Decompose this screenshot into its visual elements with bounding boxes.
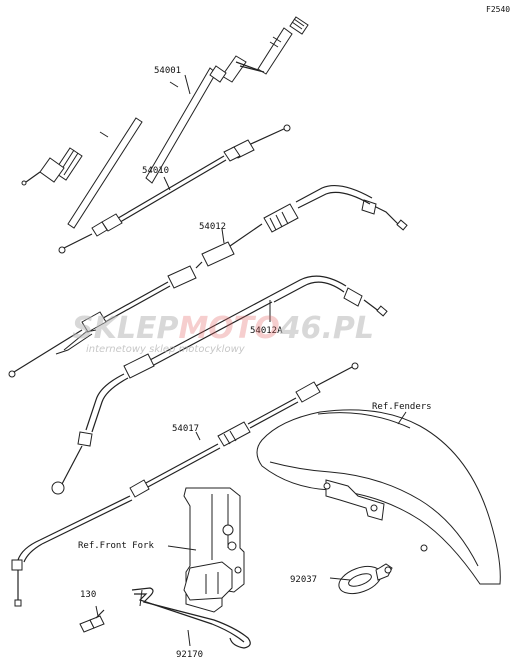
watermark-tagline: internetowy sklep motocyklowy [86,344,246,355]
cable-54010 [58,124,291,254]
part-label-92170: 92170 [176,650,203,660]
watermark-brand-right: 46.PL [279,311,374,346]
part-label-54017: 54017 [172,424,199,434]
part-label-54010: 54010 [142,166,169,176]
grommet-92037 [338,563,393,595]
cable-54012 [8,185,408,378]
ref-label-fenders: Ref.Fenders [372,402,432,412]
figure-code: F2540 [486,5,510,14]
leader-54012 [221,228,225,244]
part-label-92037: 92037 [290,575,317,585]
cable-54001 [21,16,309,229]
leader-54001 [184,74,191,95]
leader-ref-front-fork [167,545,197,551]
leader-130 [95,605,99,617]
part-label-54001: 54001 [154,66,181,76]
ref-label-front-fork: Ref.Front Fork [78,541,154,551]
watermark: SKLEPMOTO46.PL internetowy sklep motocyk… [72,311,374,355]
svg-text:SKLEPMOTO46.PL: SKLEPMOTO46.PL [72,311,374,346]
watermark-brand-mid: MOTO [178,311,279,346]
leader-ref-fenders [397,411,407,425]
leader-92170 [187,629,191,647]
clamp-92170 [131,587,251,649]
part-label-54012: 54012 [199,222,226,232]
cable-54017 [11,362,359,607]
part-label-54012A: 54012A [250,326,283,336]
leader-54010 [163,176,171,191]
front-fork-bracket [183,487,245,613]
bolt-130 [79,609,105,633]
watermark-brand-left: SKLEP [72,311,178,346]
cable-54012A [51,275,388,495]
leader-92037 [329,577,351,581]
part-label-130: 130 [80,590,96,600]
front-fender [256,409,501,585]
leader-54017 [195,431,201,441]
